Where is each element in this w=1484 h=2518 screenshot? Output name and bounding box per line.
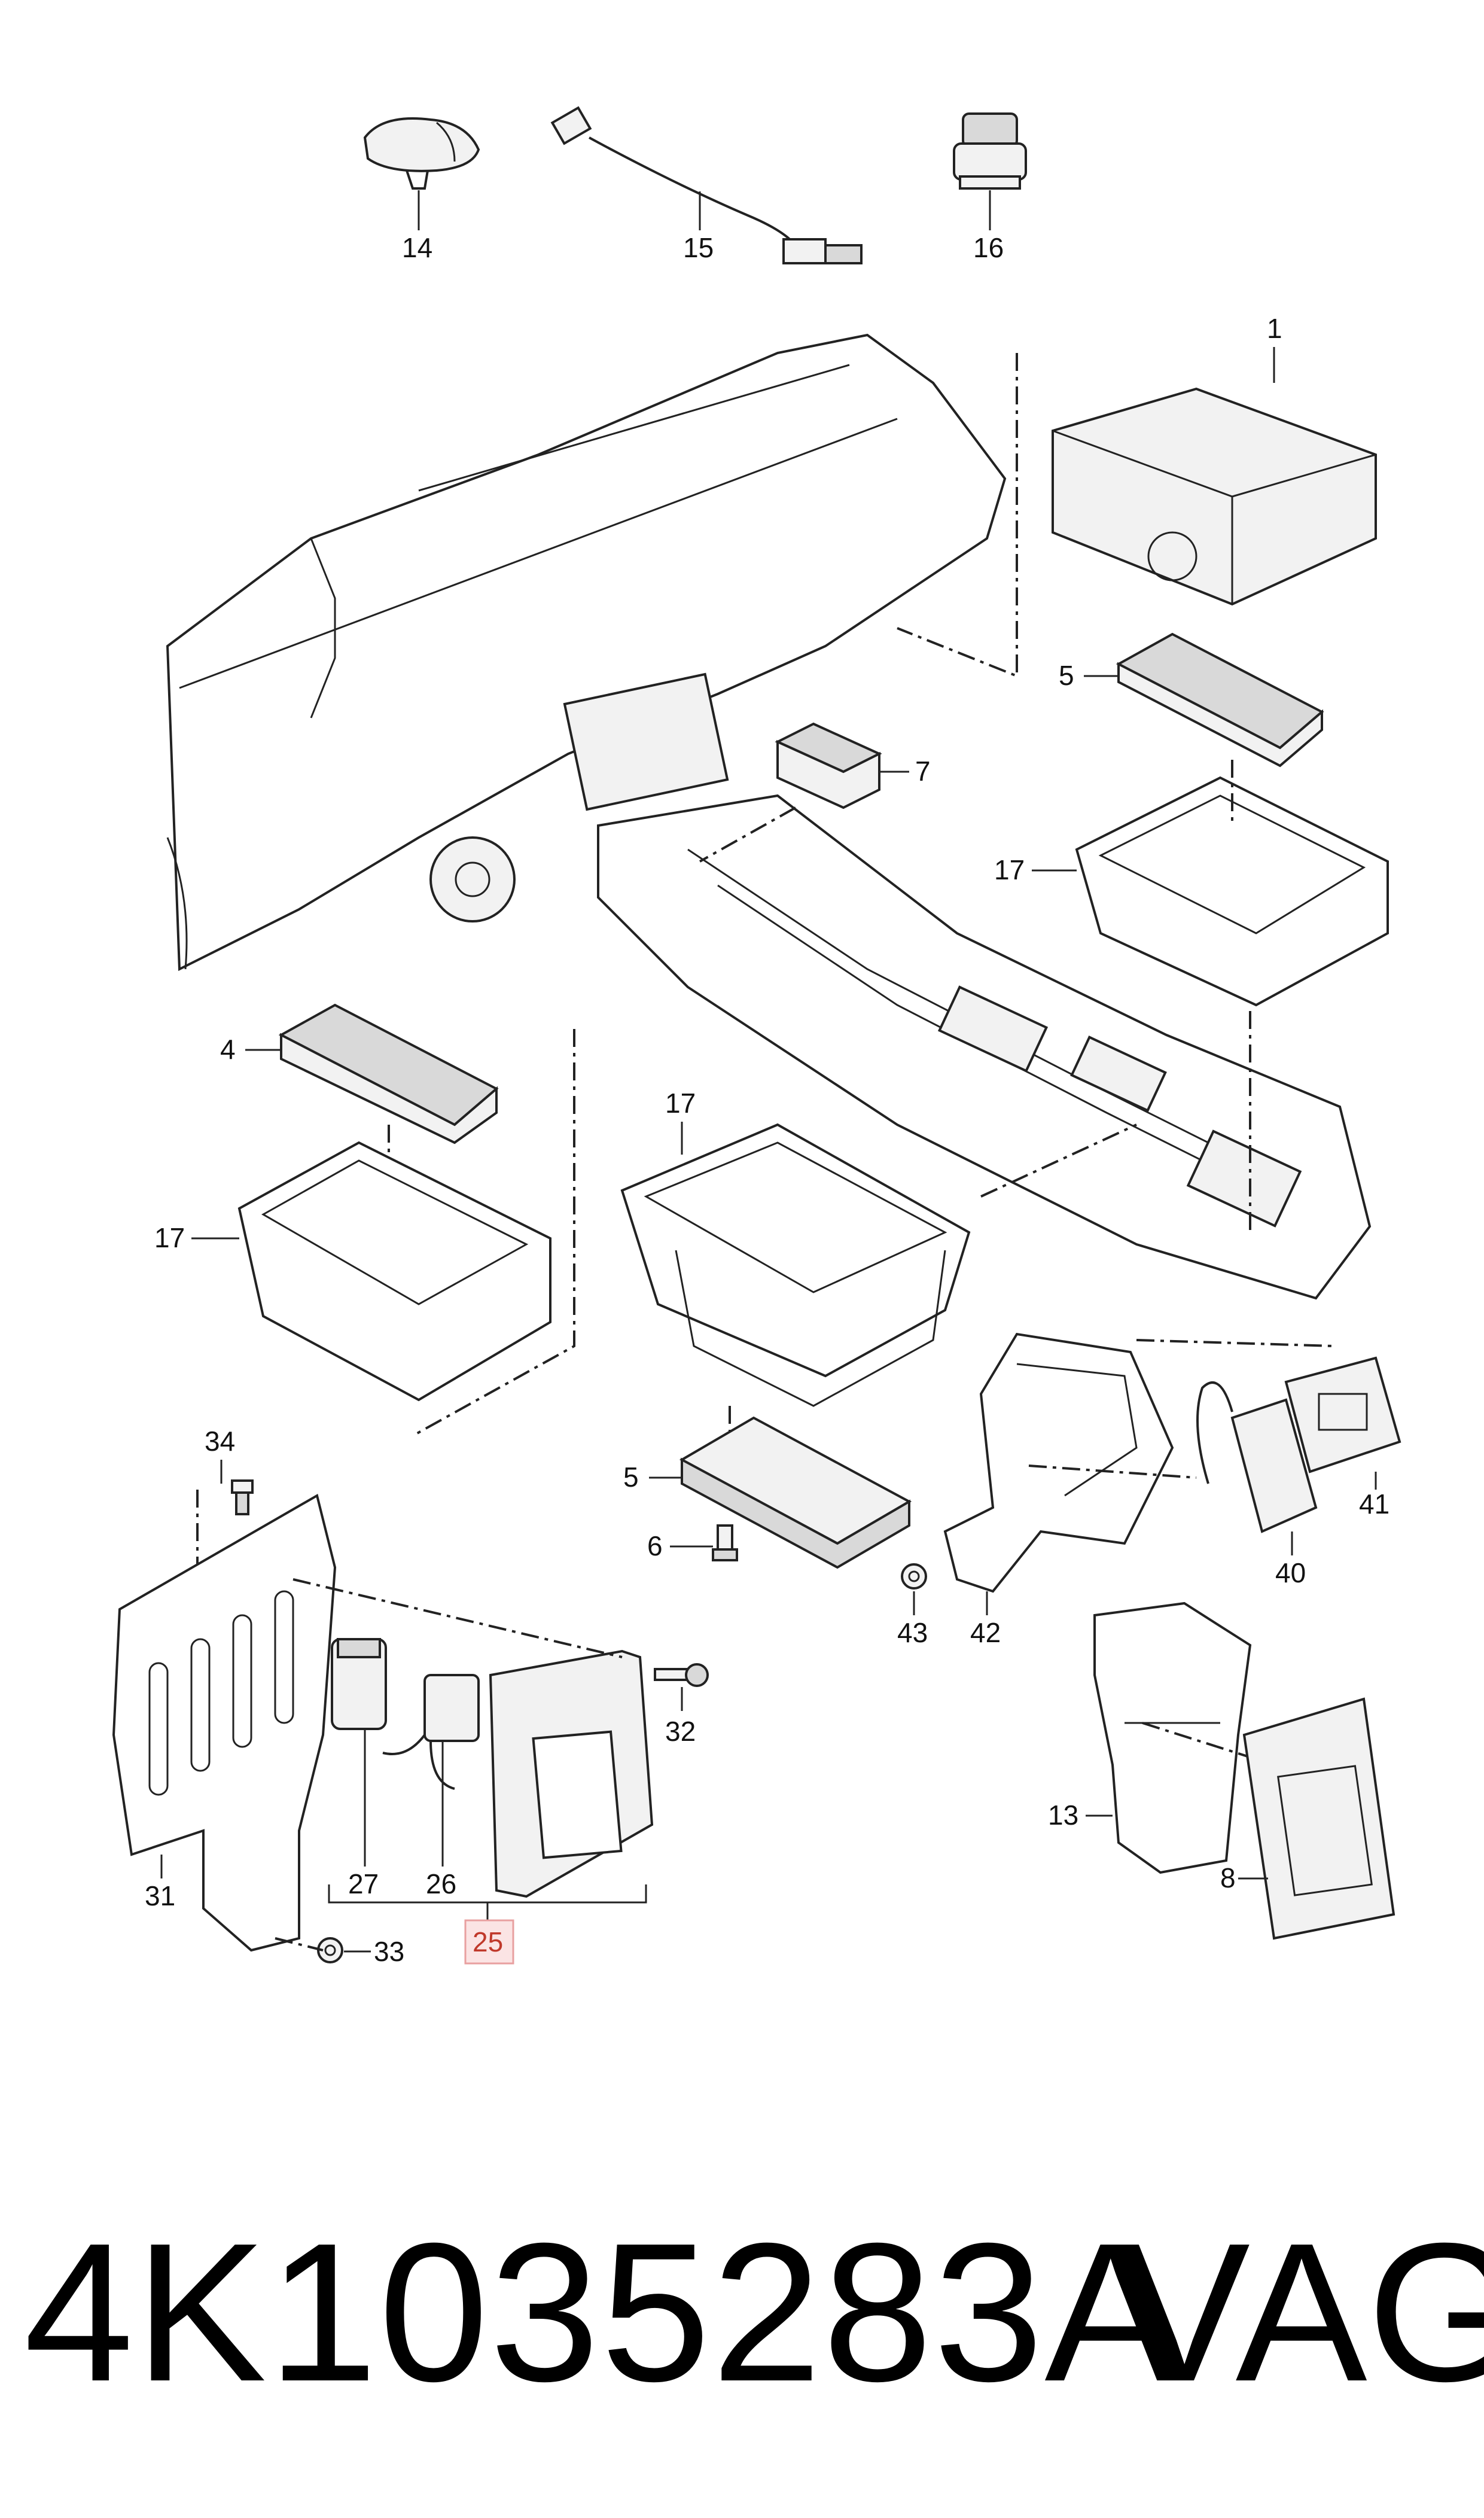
part-41-camera-module: [1284, 1356, 1401, 1473]
part-number-caption: 4K1035283A: [24, 2202, 1178, 2422]
callout-43: 43: [897, 1617, 928, 1648]
callout-1: 1: [1267, 313, 1282, 344]
callout-7: 7: [915, 756, 931, 787]
dashed-guide-42-41: [1136, 1339, 1334, 1347]
part-43-nut: [901, 1563, 927, 1590]
callout-26: 26: [426, 1868, 456, 1899]
callout-15: 15: [683, 232, 714, 263]
dashed-guide-25: [292, 1578, 623, 1658]
part-17-tray-left: [237, 1141, 551, 1402]
callout-25: 25: [473, 1926, 503, 1957]
part-5-phone-box-upper: [1116, 632, 1324, 768]
part-13-module-bracket: [1093, 1601, 1252, 1874]
callout-17b: 17: [154, 1222, 185, 1253]
part-14-roof-antenna: [363, 117, 480, 190]
callout-8: 8: [1220, 1862, 1236, 1893]
part-26-battery-module: [382, 1674, 480, 1790]
part-27-cap: [331, 1638, 387, 1730]
callout-17c: 17: [665, 1088, 696, 1119]
callout-40: 40: [1275, 1557, 1306, 1588]
callout-13: 13: [1048, 1800, 1078, 1831]
callout-4: 4: [220, 1034, 236, 1065]
callout-34: 34: [205, 1426, 235, 1457]
callout-6: 6: [647, 1530, 663, 1561]
highlight-box-25: [464, 1919, 514, 1965]
callout-41: 41: [1359, 1488, 1389, 1520]
part-34-screw: [231, 1479, 254, 1515]
callout-27: 27: [348, 1868, 379, 1899]
dashed-guide-17c: [980, 1123, 1137, 1198]
part-15-antenna-cable: [550, 106, 863, 264]
part-4-phone-box-left: [278, 1003, 499, 1144]
part-40-antenna-module: [1196, 1381, 1318, 1533]
dashed-guide-33: [275, 1937, 324, 1951]
callout-42: 42: [970, 1617, 1001, 1648]
part-17-storage-bin-center: [620, 1123, 971, 1407]
callout-5b: 5: [623, 1462, 639, 1493]
callout-16: 16: [973, 232, 1004, 263]
callout-31: 31: [145, 1880, 175, 1911]
part-42-holder-bracket: [943, 1332, 1174, 1593]
callout-33: 33: [374, 1936, 404, 1967]
part-8-control-module: [1242, 1697, 1395, 1940]
brand-caption: VAG: [1119, 2202, 1484, 2422]
callout-17a: 17: [994, 854, 1025, 885]
dashboard-center-console: [166, 333, 1372, 1300]
part-16-connector-socket: [953, 112, 1027, 190]
part-6-screw: [712, 1524, 738, 1561]
callout-14: 14: [402, 232, 432, 263]
part-25-control-unit: [489, 1649, 654, 1898]
callout-5a: 5: [1059, 660, 1074, 691]
part-17-tray-upper-right: [1075, 776, 1389, 1007]
part-1-head-unit: [1052, 387, 1377, 606]
callout-32: 32: [665, 1716, 696, 1747]
part-31-mounting-bracket: [112, 1493, 337, 1952]
dashed-guide-1: [897, 353, 1018, 678]
dashed-guide-17b: [412, 1029, 575, 1437]
dashed-guide-42-40: [1028, 1464, 1197, 1479]
dashed-guide-7: [699, 806, 796, 863]
part-7-usb-module: [775, 722, 882, 809]
part-33-nut: [317, 1937, 343, 1963]
part-32-screw: [654, 1663, 709, 1687]
part-5-phone-box-lower: [679, 1416, 912, 1569]
